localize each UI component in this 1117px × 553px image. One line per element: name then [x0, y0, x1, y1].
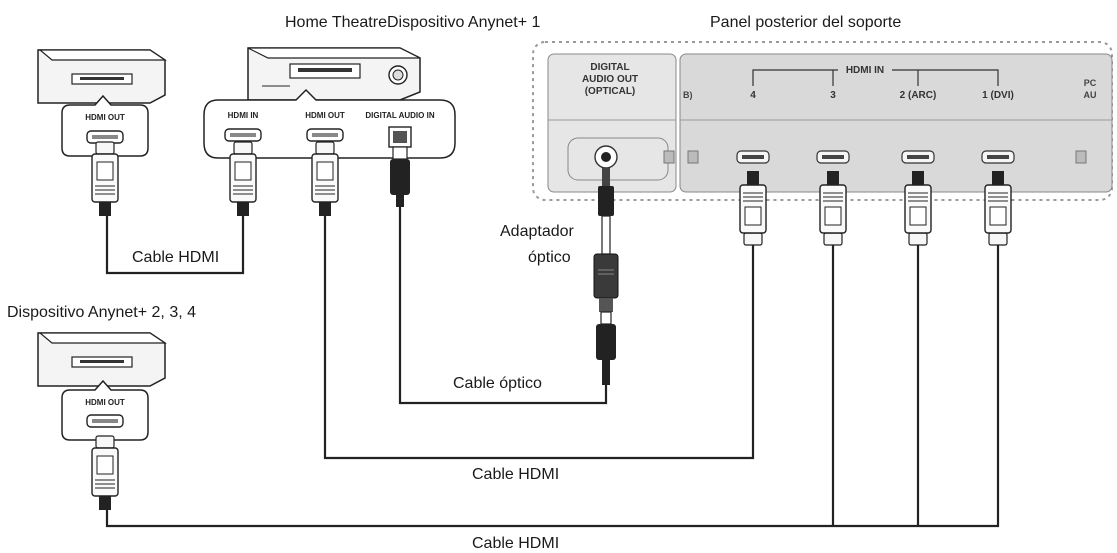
- caption-anynet-234: Dispositivo Anynet+ 2, 3, 4: [7, 304, 196, 321]
- cable-optical: [398, 205, 608, 405]
- cable-hdmi-bottom: [105, 245, 1000, 528]
- hdmi-plug-icon: [91, 435, 119, 511]
- cable-hdmi-mid: [323, 215, 755, 460]
- caption-optico: óptico: [528, 249, 571, 266]
- caption-cable-hdmi-left: Cable HDMI: [132, 249, 219, 266]
- hdmi-plug-icon: [311, 141, 339, 217]
- caption-cable-optico: Cable óptico: [453, 375, 542, 392]
- panel-edge-left: B): [683, 90, 693, 100]
- optical-adapter: [593, 168, 619, 385]
- panel-label-audio-out: AUDIO OUT: [582, 74, 638, 85]
- panel-label-optical: (OPTICAL): [585, 86, 636, 97]
- caption-cable-hdmi-bottom: Cable HDMI: [472, 535, 559, 552]
- panel-label-digital: DIGITAL: [590, 62, 629, 73]
- panel-port-2: 2 (ARC): [900, 90, 937, 101]
- optical-plug-icon: [390, 146, 410, 207]
- caption-panel: Panel posterior del soporte: [710, 14, 901, 31]
- source-device-bottom: HDMI OUT: [37, 332, 167, 511]
- caption-cable-hdmi-mid: Cable HDMI: [472, 466, 559, 483]
- port-label-digital-audio-in: DIGITAL AUDIO IN: [365, 111, 434, 120]
- caption-home-theatre: Home TheatreDispositivo Anynet+ 1: [285, 14, 541, 31]
- panel-edge-right-au: AU: [1084, 90, 1097, 100]
- hdmi-plug-icon: [91, 141, 119, 217]
- panel-port-1: 1 (DVI): [982, 90, 1014, 101]
- cable-hdmi-left: [105, 215, 245, 275]
- port-label-hdmi-in: HDMI IN: [228, 111, 259, 120]
- home-theatre-device: HDMI IN HDMI OUT DIGITAL AUDIO IN: [203, 47, 456, 217]
- hdmi-plug-icon: [229, 141, 257, 217]
- source-device-top: HDMI OUT: [37, 49, 167, 217]
- panel-label-hdmi-in: HDMI IN: [846, 65, 884, 76]
- port-label-hdmi-out-top: HDMI OUT: [85, 113, 125, 122]
- caption-adaptador: Adaptador: [500, 223, 575, 240]
- port-label-hdmi-out-bottom: HDMI OUT: [85, 398, 125, 407]
- panel-port-3: 3: [830, 90, 836, 101]
- tv-back-panel: DIGITAL AUDIO OUT (OPTICAL) B) HDMI IN 4…: [532, 41, 1113, 201]
- cable-lines: [105, 205, 1000, 528]
- port-label-hdmi-out-ht: HDMI OUT: [305, 111, 345, 120]
- panel-port-4: 4: [750, 90, 756, 101]
- panel-edge-right-pc: PC: [1084, 78, 1097, 88]
